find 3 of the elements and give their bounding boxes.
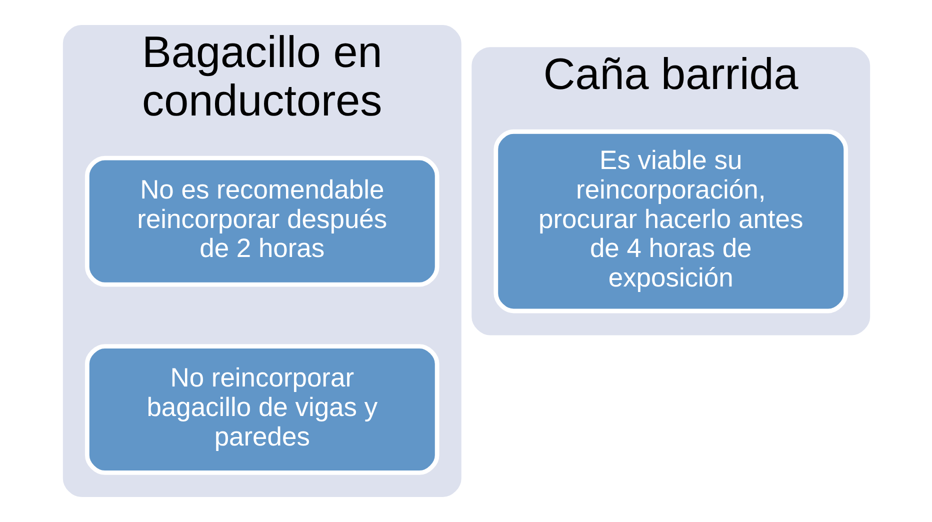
node-box: No es recomendable reincorporar después de 2 horas [84,156,439,287]
node-box: No reincorporar bagacillo de vigas y paredes [84,344,439,475]
node-box: Es viable su reincorporación, procurar hacerlo antes de 4 horas de exposición [493,129,848,314]
